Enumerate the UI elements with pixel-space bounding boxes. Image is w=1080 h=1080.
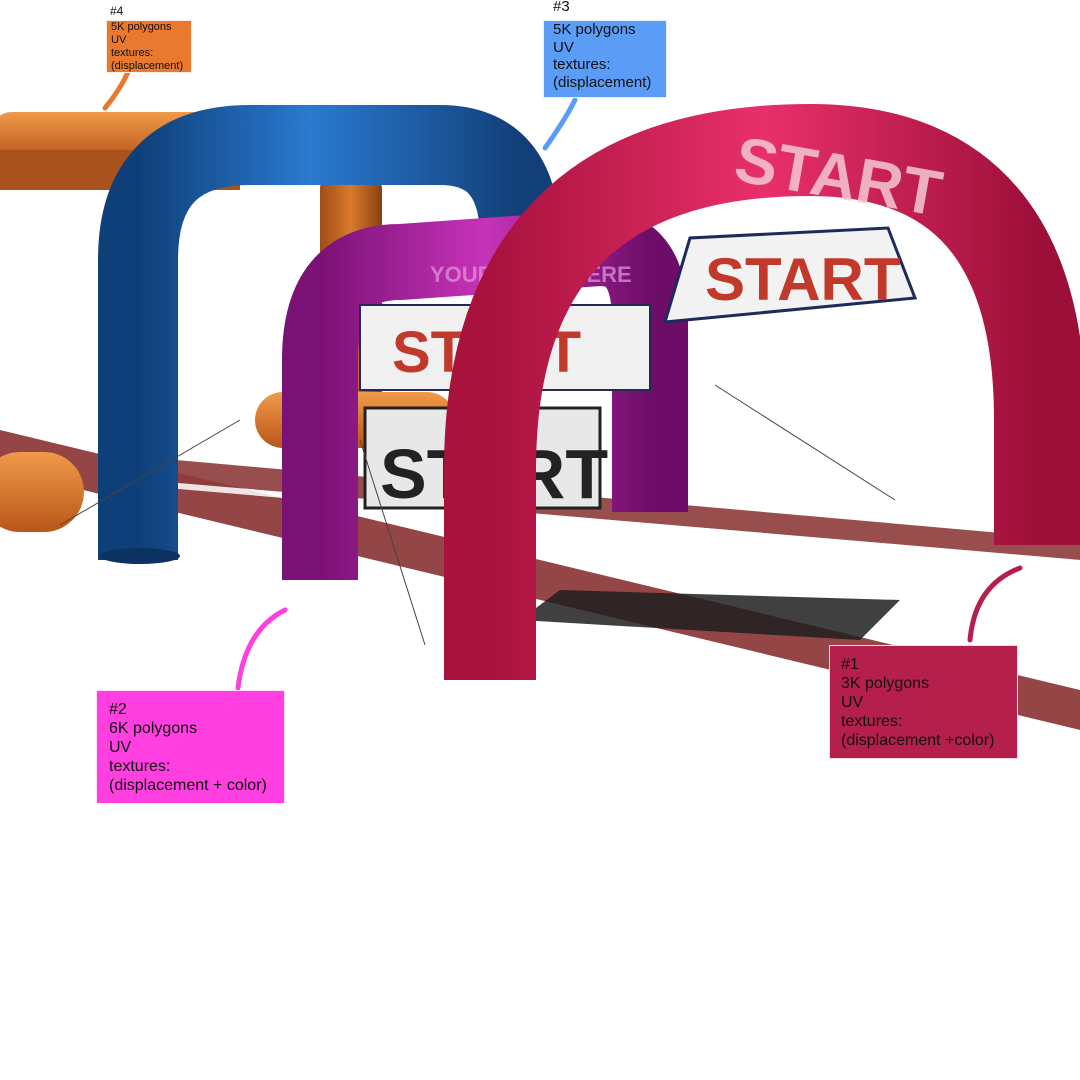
arch-shadow (520, 590, 900, 640)
label-1-line-4: (displacement +color) (841, 731, 995, 749)
arch-1-banner-text: START (705, 246, 901, 313)
label-4-line-4: (displacement) (111, 59, 184, 72)
label-arch-3: 5K polygons UV textures: (displacement) (543, 20, 667, 98)
label-arch-1: #1 3K polygons UV textures: (displacemen… (829, 645, 1018, 759)
label-2-number: #2 (109, 701, 127, 718)
label-2-line-1: 6K polygons (109, 719, 198, 737)
label-2-line-3: textures: (109, 757, 171, 775)
label-4-number: #4 (110, 4, 124, 18)
arch-1-banner (662, 226, 918, 324)
track-line-2 (120, 478, 1080, 566)
label-1-number: #1 (841, 656, 859, 673)
label-arch-4: 5K polygons UV textures: (displacement) (106, 20, 192, 73)
arrow-1 (967, 565, 1023, 643)
label-2-line-2: UV (109, 738, 132, 756)
label-1-line-1: 3K polygons (841, 674, 930, 692)
arrow-2 (235, 607, 288, 691)
label-arch-2: #2 6K polygons UV textures: (displacemen… (96, 690, 285, 804)
track-lane-far (0, 430, 1080, 730)
label-4-line-2: UV (111, 33, 127, 46)
pointer-arrows (102, 69, 1023, 691)
label-3-line-3: textures: (553, 56, 611, 74)
arch-4-base-left (0, 452, 84, 532)
label-2-line-4: (displacement + color) (109, 776, 267, 794)
label-4-line-1: 5K polygons (111, 21, 172, 33)
label-1-line-3: textures: (841, 712, 903, 730)
pennant-strings (59, 384, 896, 646)
label-3-line-1: 5K polygons (553, 21, 636, 38)
arch-1-red: START START (444, 103, 1080, 680)
label-1-line-2: UV (841, 693, 864, 711)
label-3-number: #3 (553, 0, 570, 15)
arch-3-blue (98, 105, 560, 564)
label-3-line-4: (displacement) (553, 74, 652, 92)
label-3-line-2: UV (553, 38, 574, 56)
arrow-4 (102, 69, 131, 111)
track-line (0, 470, 1080, 735)
arrow-3 (542, 97, 578, 151)
label-4-line-3: textures: (111, 46, 154, 59)
